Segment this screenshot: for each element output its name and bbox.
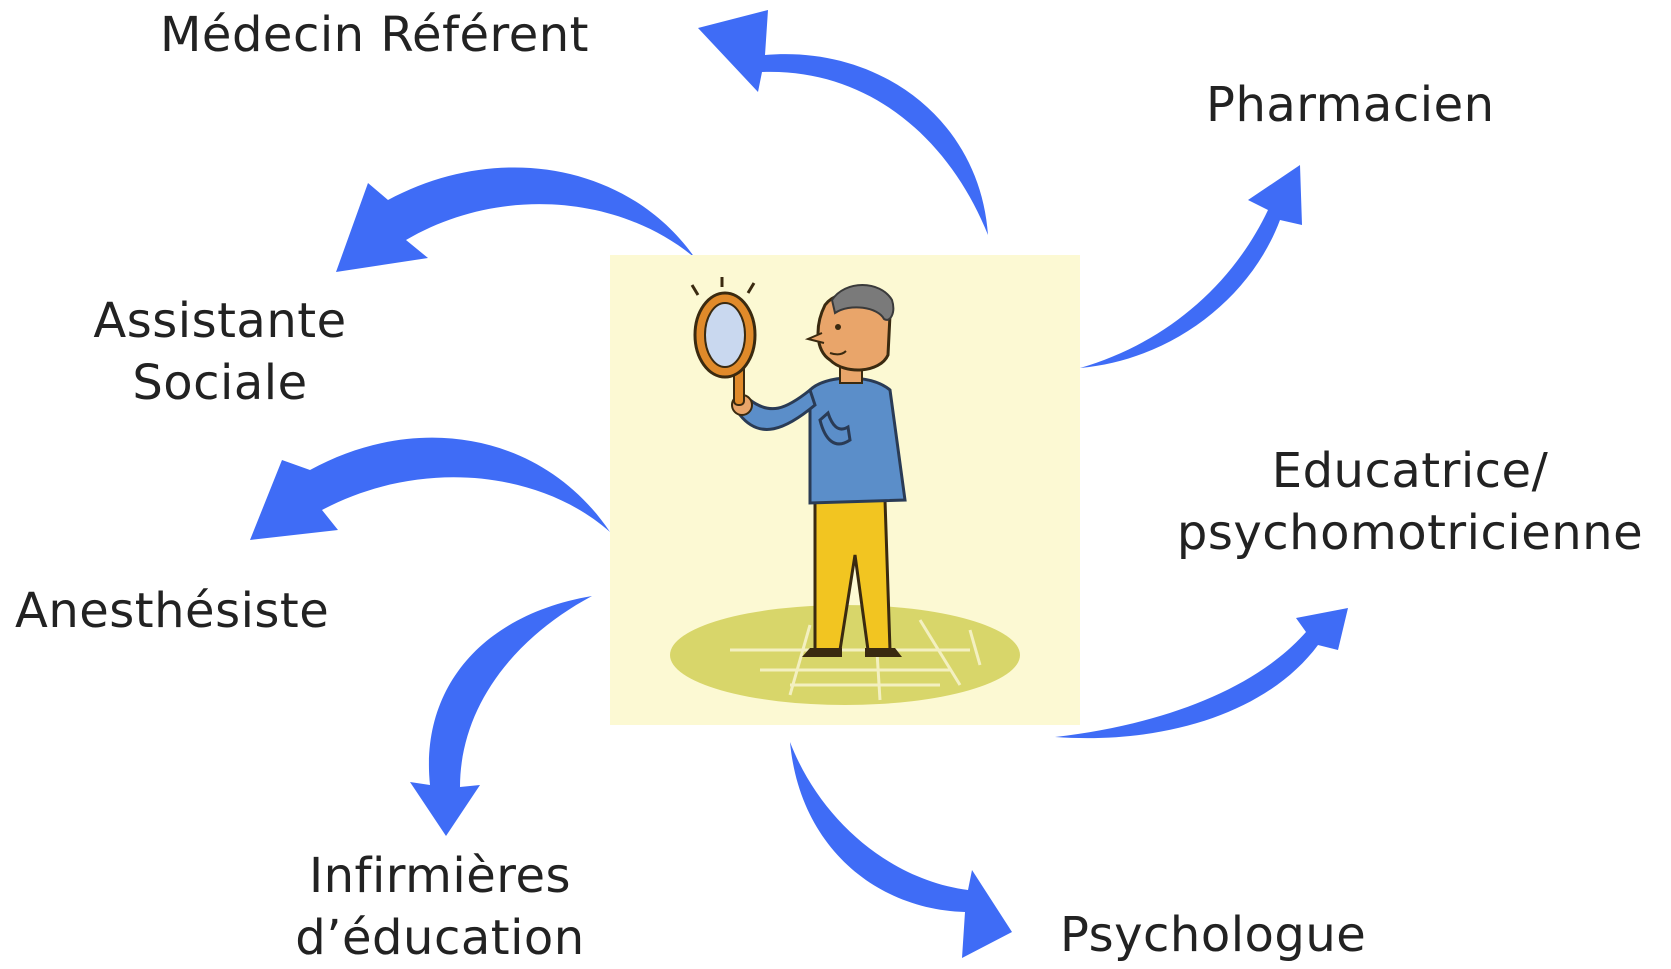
label-assistante-line2: Sociale [132,355,308,411]
label-educatrice-psychomotricienne: Educatrice/ psychomotricienne [1160,440,1660,564]
label-educatrice-line2: psychomotricienne [1176,505,1644,561]
label-infirmieres-line1: Infirmières [308,848,572,904]
arrow-to-assistante [336,167,695,272]
person-looking-in-mirror-illustration [610,255,1080,725]
label-anesthesiste: Anesthésiste [15,583,330,639]
arrow-to-psychologue [790,742,1012,958]
label-psychologue: Psychologue [1060,907,1367,963]
arrow-to-medecin [698,10,988,235]
arrow-to-anesthesiste [250,437,610,540]
label-infirmieres-education: Infirmières d’éducation [260,845,620,969]
label-infirmieres-line2: d’éducation [295,910,585,966]
person-mirror-illustration [610,255,1080,725]
label-assistante-line1: Assistante [93,293,347,349]
label-assistante-sociale: Assistante Sociale [90,290,350,414]
label-pharmacien: Pharmacien [1206,77,1495,133]
arrow-to-pharmacien [1080,165,1302,368]
label-medecin-referent: Médecin Référent [160,7,589,63]
arrow-to-educatrice [1055,608,1348,739]
label-educatrice-line1: Educatrice/ [1271,443,1549,499]
arrow-to-infirmieres [410,596,592,836]
